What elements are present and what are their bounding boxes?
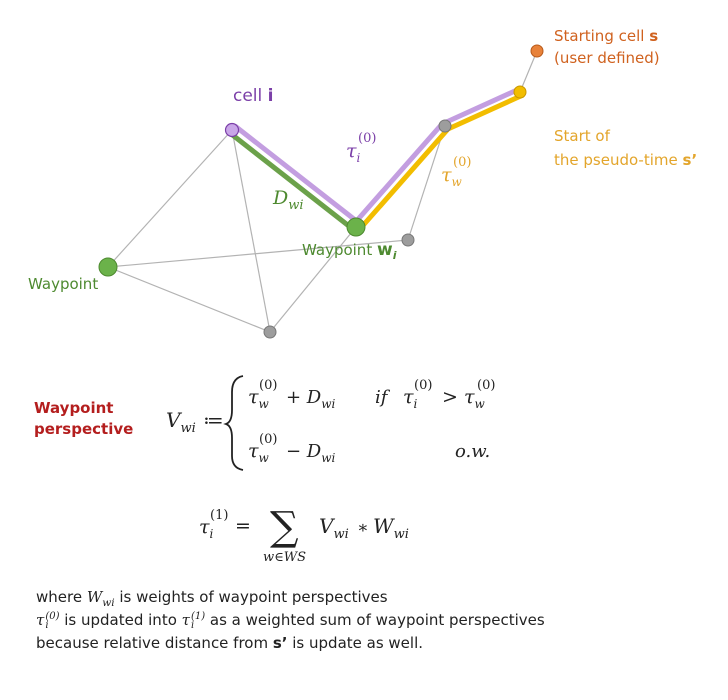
note-line3: because relative distance from s’ is upd… bbox=[36, 634, 424, 652]
note-line2: τ(0)i is updated into τ(1)i as a weighte… bbox=[36, 610, 545, 631]
times-symbol: ∗ bbox=[357, 518, 369, 538]
v-term: Vwi bbox=[319, 514, 349, 542]
start-of-label: Start of bbox=[554, 127, 611, 145]
defeq-symbol: ≔ bbox=[203, 408, 224, 432]
perspective-line1: Waypoint bbox=[34, 399, 114, 417]
waypoint-wi-node bbox=[346, 217, 366, 237]
tau-i-label: τi bbox=[346, 140, 361, 165]
curly-brace bbox=[223, 375, 244, 471]
v-symbol: Vwi bbox=[166, 408, 196, 436]
note-line1: where Wwi is weights of waypoint perspec… bbox=[36, 588, 388, 609]
perspective-line2: perspective bbox=[34, 420, 134, 438]
tau-w-superscript: (0) bbox=[453, 155, 471, 170]
case2-minus-d: − Dwi bbox=[286, 441, 336, 465]
waypoint-label: Waypoint bbox=[28, 275, 98, 293]
edge-waypoint-right bbox=[107, 239, 409, 268]
w-term: Wwi bbox=[373, 514, 409, 542]
sum-subscript: w∈WS bbox=[263, 550, 306, 565]
yellow-path-pseudotime bbox=[357, 92, 525, 232]
tau-i-superscript: (0) bbox=[358, 131, 376, 146]
gray-node-upper bbox=[438, 119, 452, 133]
tau-i-1: τi bbox=[199, 516, 214, 541]
sum-symbol: ∑ bbox=[270, 504, 299, 550]
purple-path-celli-wi bbox=[233, 124, 361, 225]
edge-waypoint-bottom bbox=[107, 266, 271, 333]
equation-tau-update: τi (1) = ∑ w∈WS Vwi ∗ Wwi bbox=[199, 504, 409, 565]
case1-tau-w-sup: (0) bbox=[259, 378, 277, 393]
gray-node-right bbox=[401, 233, 415, 247]
case2-otherwise: o.w. bbox=[455, 441, 490, 462]
cell-i-label: cell i bbox=[233, 86, 273, 106]
case1-tau-i: τi bbox=[403, 386, 418, 411]
edge-right-upper bbox=[407, 125, 446, 241]
case1-if: if bbox=[375, 387, 391, 408]
case1-plus-d: + Dwi bbox=[286, 387, 336, 411]
case1-tau-w-right-sup: (0) bbox=[477, 378, 495, 393]
edge-bottom-wi bbox=[269, 226, 357, 333]
starting-cell-node bbox=[530, 44, 544, 58]
case1-tau-w: τw bbox=[248, 386, 270, 411]
green-path-distance bbox=[228, 131, 356, 232]
starting-cell-label: Starting cell s bbox=[554, 27, 658, 45]
equals-sign: = bbox=[235, 515, 251, 537]
cell-i-node bbox=[224, 122, 240, 138]
waypoint-perspective-label: Waypoint perspective bbox=[34, 398, 133, 440]
edge-start-s bbox=[519, 50, 538, 93]
edge-celli-bottom bbox=[231, 129, 271, 333]
waypoint-node bbox=[98, 257, 118, 277]
waypoint-wi-label: Waypoint wi bbox=[302, 240, 397, 262]
pseudotime-start-node bbox=[513, 85, 527, 99]
case2-tau-w: τw bbox=[248, 440, 270, 465]
graph-edges bbox=[107, 50, 538, 333]
pseudo-time-label: the pseudo-time s’ bbox=[554, 151, 697, 169]
case1-tau-i-sup: (0) bbox=[414, 378, 432, 393]
case1-tau-w-right: τw bbox=[464, 386, 486, 411]
distance-label: Dwi bbox=[272, 187, 304, 213]
tau-w-label: τw bbox=[441, 164, 463, 189]
starting-cell-note: (user defined) bbox=[554, 49, 660, 67]
gray-node-bottom bbox=[263, 325, 277, 339]
edge-celli-waypoint bbox=[107, 129, 233, 268]
case2-tau-w-sup: (0) bbox=[259, 432, 277, 447]
tau-i-1-sup: (1) bbox=[210, 508, 228, 523]
equation-v: Vwi ≔ τw (0) + Dwi if τi (0) > τw (0) τw… bbox=[166, 375, 495, 471]
case1-gt: > bbox=[442, 386, 458, 408]
